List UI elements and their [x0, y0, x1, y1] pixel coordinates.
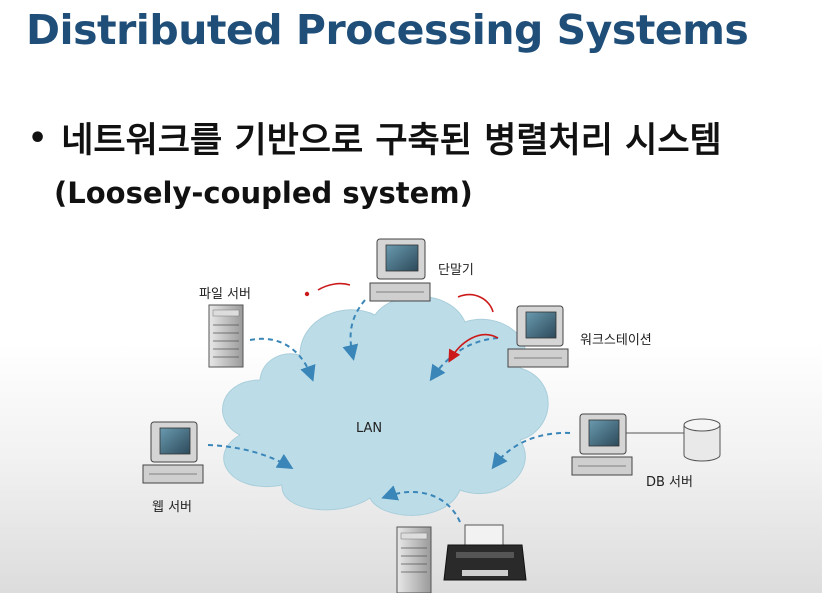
file-server-label: 파일 서버: [199, 287, 251, 302]
slide-title: Distributed Processing Systems: [26, 6, 749, 54]
lan-label: LAN: [356, 421, 383, 436]
lan-cloud: [222, 295, 549, 516]
bullet-dot-icon: •: [28, 121, 48, 156]
db-server-label: DB 서버: [646, 475, 693, 490]
connection-arrows: [207, 299, 571, 523]
printer-icon: [443, 524, 527, 581]
terminal-computer-icon: [369, 238, 431, 302]
bullet-text: 네트워크를 기반으로 구축된 병렬처리 시스템: [61, 121, 722, 161]
web-server-label: 웹 서버: [152, 500, 193, 515]
file-server-icon: [208, 304, 244, 368]
terminal-label: 단말기: [438, 263, 474, 278]
subtext: (Loosely-coupled system): [54, 176, 473, 210]
web-server-computer-icon: [142, 421, 204, 484]
annotation-marks: [304, 282, 499, 363]
db-server-computer-icon: [571, 413, 633, 476]
bullet-item: • 네트워크를 기반으로 구축된 병렬처리 시스템: [28, 112, 722, 163]
workstation-computer-icon: [507, 305, 569, 368]
bottom-server-icon: [396, 526, 432, 593]
database-cylinder-icon: [683, 418, 721, 462]
workstation-label: 워크스테이션: [580, 333, 652, 348]
